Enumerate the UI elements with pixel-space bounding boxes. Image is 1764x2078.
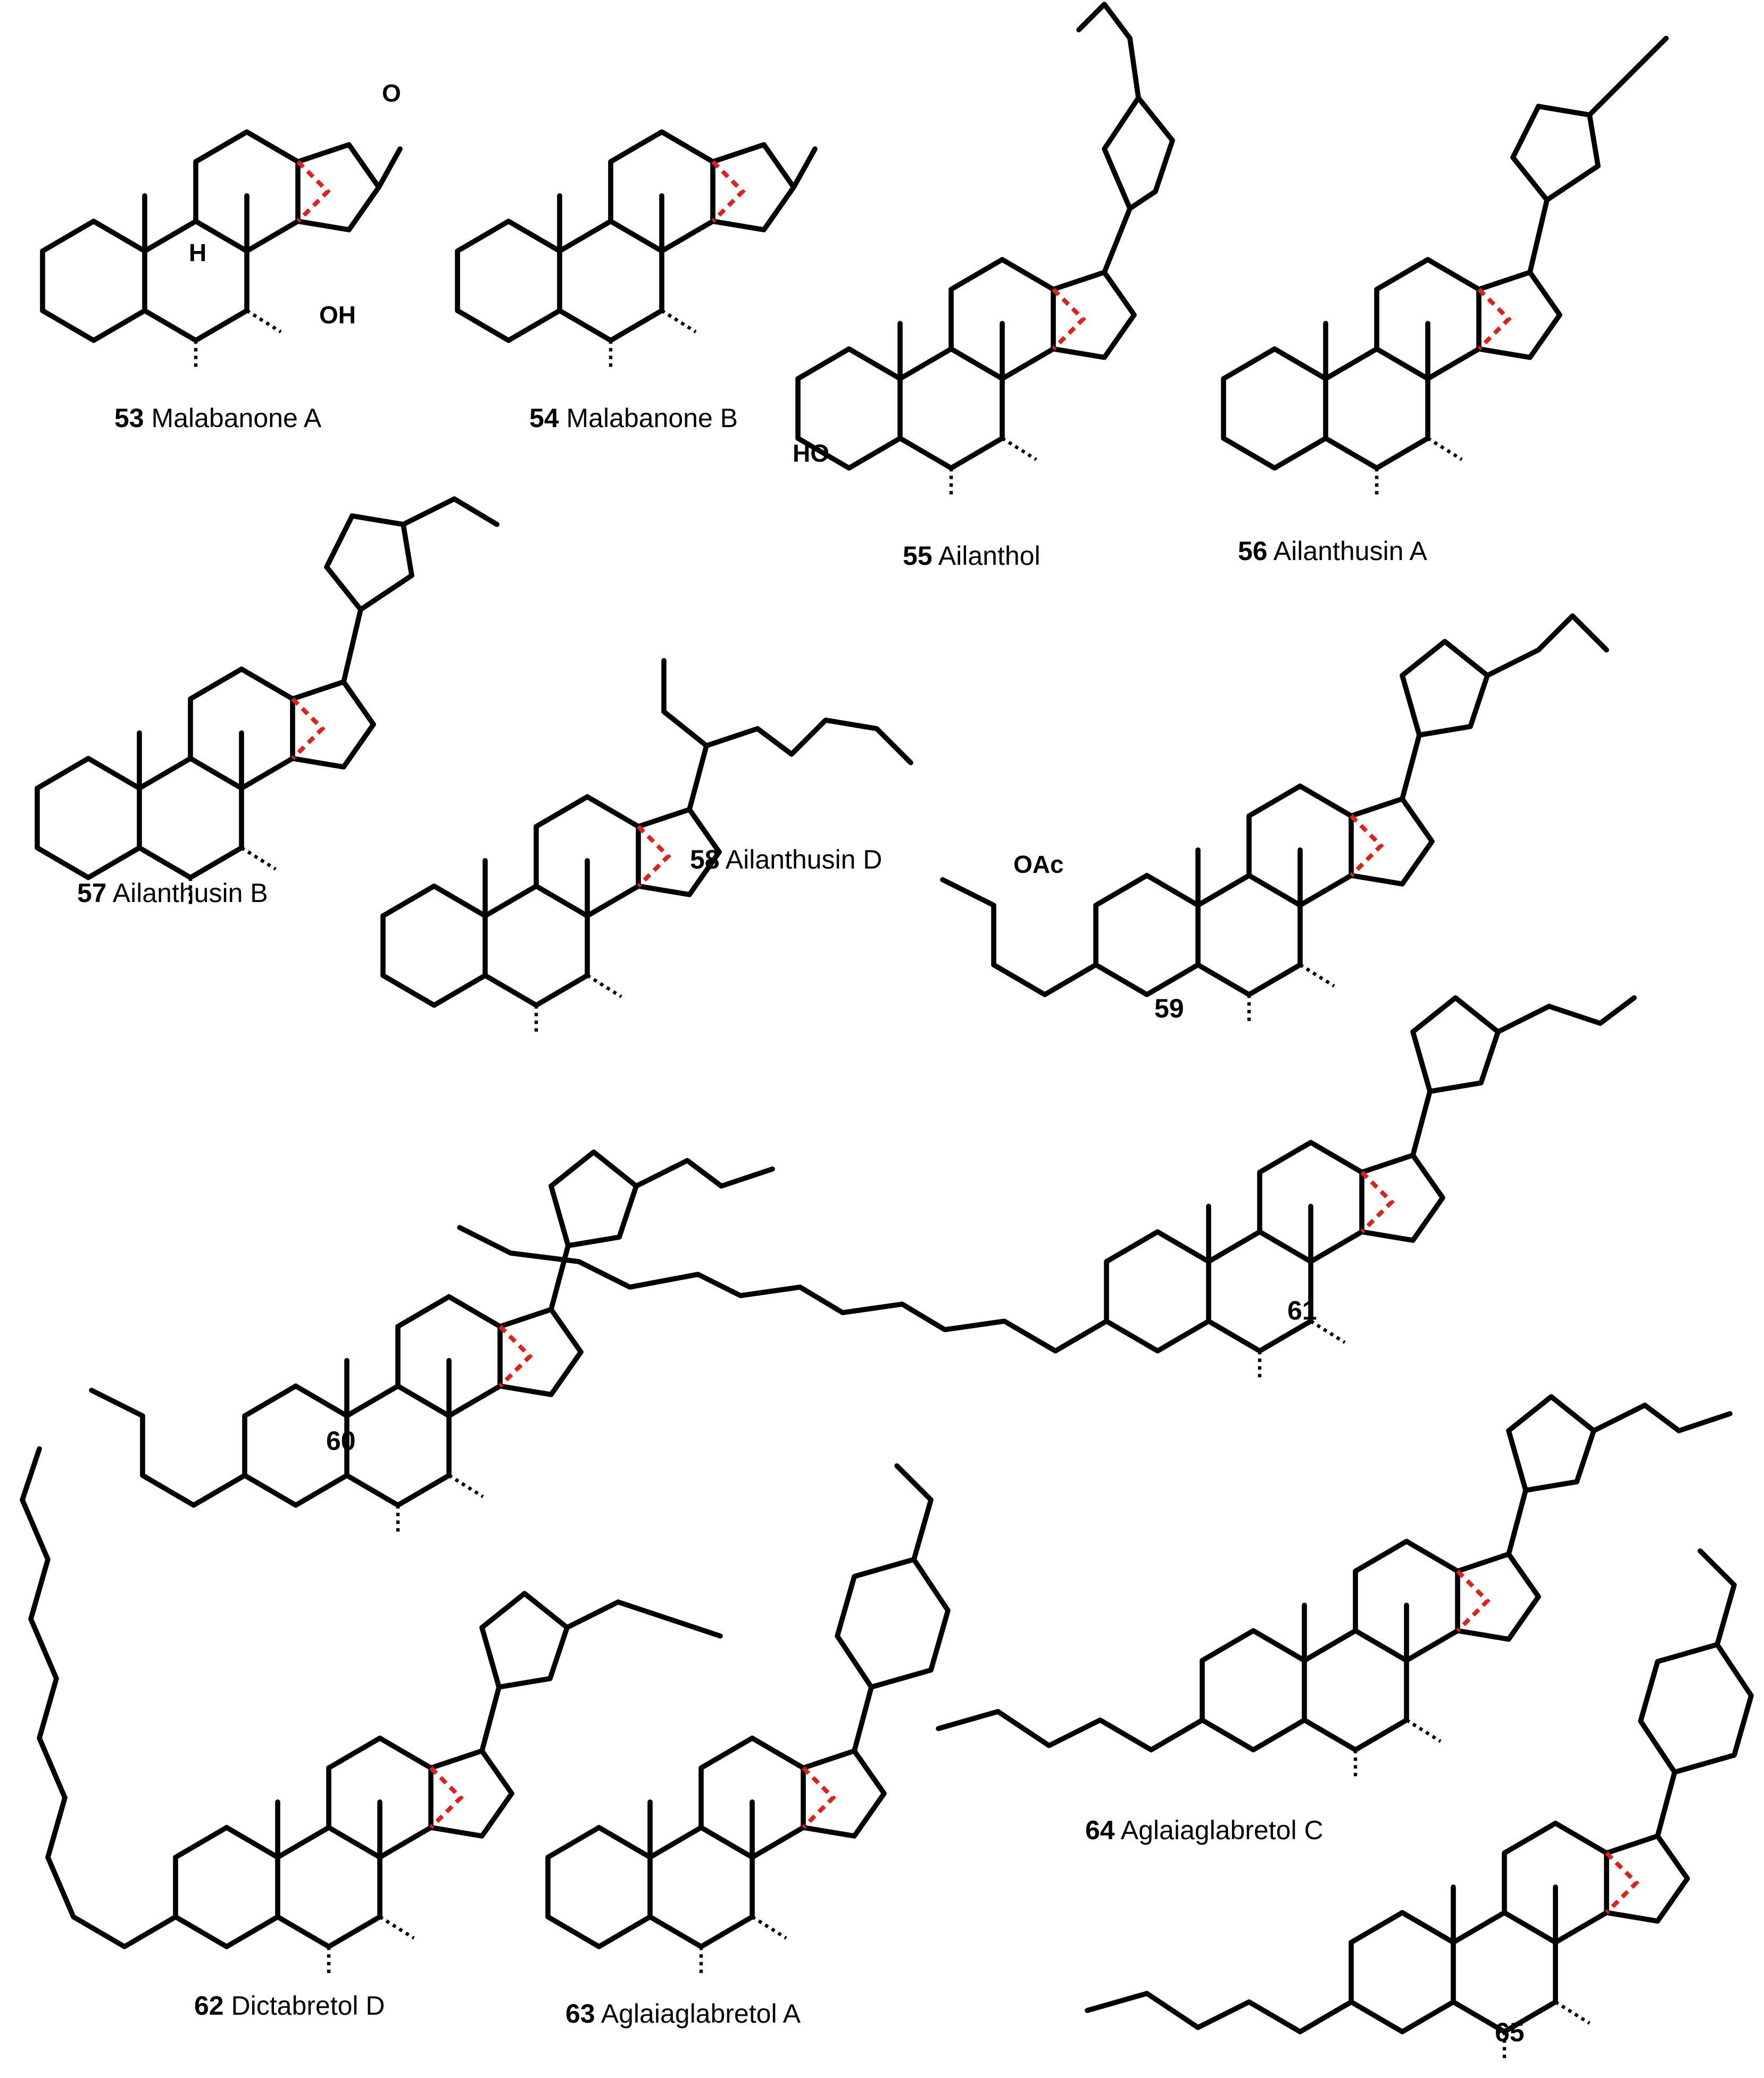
- atom-label-OAc: OAc: [1013, 850, 1064, 878]
- compound-label-63: 63 Aglaiaglabretol A: [565, 1999, 801, 2029]
- compound-label-60: 60: [326, 1426, 356, 1456]
- compound-label-56: 56 Ailanthusin A: [1238, 536, 1427, 566]
- structure-55: [798, 2, 1175, 498]
- structure-53: [43, 132, 403, 370]
- compound-label-59: 59: [1154, 994, 1184, 1023]
- structure-63: [548, 1463, 951, 1976]
- compound-label-54: 54 Malabanone B: [529, 403, 738, 433]
- compound-label-58: 58 Ailanthusin D: [690, 845, 883, 874]
- compound-label-57: 57 Ailanthusin B: [77, 878, 268, 908]
- compound-label-61: 61: [1287, 1296, 1317, 1325]
- atom-label-ketone-O: O: [382, 79, 401, 107]
- atom-label-HO: HO: [793, 439, 829, 467]
- compound-label-64: 64 Aglaiaglabretol C: [1085, 1815, 1324, 1845]
- structure-58: [383, 658, 913, 1035]
- structure-54: [457, 132, 818, 370]
- structure-60: [89, 1149, 775, 1535]
- atom-label-OH: OH: [319, 301, 356, 329]
- compound-label-62: 62 Dictabretol D: [194, 1991, 385, 2021]
- compound-label-65: 65: [1495, 2017, 1525, 2047]
- structure-65: [1085, 1548, 1754, 2062]
- structure-62: [20, 1446, 723, 1976]
- compound-label-55: 55 Ailanthol: [903, 541, 1041, 571]
- structure-59: [940, 613, 1609, 1024]
- atom-label-H: H: [189, 239, 207, 266]
- structure-64: [936, 1394, 1733, 1780]
- structure-56: [1224, 36, 1669, 498]
- structure-61: [457, 995, 1637, 1381]
- compound-label-53: 53 Malabanone A: [114, 403, 322, 433]
- structure-57: [37, 496, 500, 907]
